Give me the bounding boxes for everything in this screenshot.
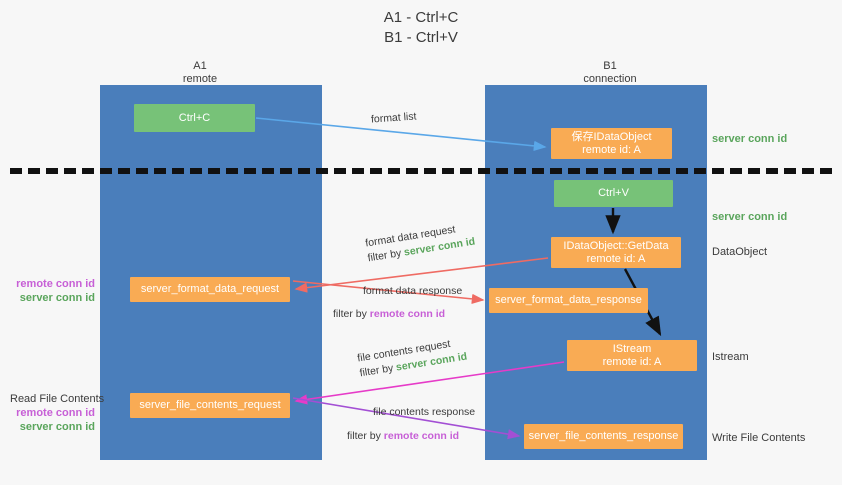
filter-prefix: filter by [333,308,367,320]
right-label-dataobject: DataObject [712,246,768,258]
edge-label-file-contents-response-filter: filter by remote conn id [347,420,475,444]
right-label-istream: Istream [712,351,749,363]
filter-value-remote-conn-id: remote conn id [383,430,460,442]
filter-prefix: filter by [358,362,395,380]
node-istream-line1: IStream [612,342,652,355]
node-ctrl-c[interactable]: Ctrl+C [134,104,255,132]
node-ctrl-c-label: Ctrl+C [178,111,211,124]
node-server-format-data-response[interactable]: server_format_data_response [489,288,648,313]
left-label-remote-conn-id-1: remote conn id [16,278,95,290]
phase-divider [10,168,832,174]
node-istream[interactable]: IStream remote id: A [567,340,697,371]
node-server-format-data-request-label: server_format_data_request [140,283,280,295]
node-istream-line2: remote id: A [602,355,662,368]
edge-label-format-data-response-filter: filter by remote conn id [333,299,462,322]
diagram-title: A1 - Ctrl+C B1 - Ctrl+V [0,8,842,48]
left-label-server-conn-id-1: server conn id [19,292,95,304]
node-getdata[interactable]: IDataObject::GetData remote id: A [551,237,681,268]
column-header-a1-name: A1 [193,60,207,72]
edge-label-format-list-text: format list [370,110,417,126]
node-getdata-line2: remote id: A [586,252,646,265]
left-label-group-2: Read File Contents remote conn id server… [10,392,105,434]
left-label-read-file-contents: Read File Contents [10,393,105,405]
node-server-format-data-request[interactable]: server_format_data_request [130,277,290,302]
left-label-group-1: remote conn id server conn id [10,277,95,305]
node-idataobject-line2: remote id: A [582,143,641,156]
node-server-file-contents-response[interactable]: server_file_contents_response [524,424,683,449]
node-server-file-contents-request[interactable]: server_file_contents_request [130,393,290,418]
title-line-1: A1 - Ctrl+C [383,9,459,26]
column-header-b1-name: B1 [603,60,617,72]
edge-label-file-contents-request: file contents request filter by server c… [356,335,468,382]
node-server-file-contents-response-label: server_file_contents_response [528,430,679,442]
edge-label-format-list: format list [371,109,417,127]
column-header-a1-sub: remote [182,73,218,85]
node-idataobject[interactable]: 保存IDataObject remote id: A [551,128,672,159]
right-label-server-conn-id-1: server conn id [712,133,788,145]
title-line-2: B1 - Ctrl+V [384,29,458,46]
edge-label-format-data-response-main: format data response [363,285,463,297]
column-header-b1-sub: connection [583,73,637,85]
edge-label-format-data-request: format data request filter by server con… [364,220,476,267]
filter-value-remote-conn-id: remote conn id [369,308,446,320]
filter-prefix: filter by [347,430,381,442]
node-ctrl-v[interactable]: Ctrl+V [554,180,673,207]
node-idataobject-line1: 保存IDataObject [571,130,652,143]
edge-label-file-contents-response: file contents response filter by remote … [347,405,475,444]
left-label-remote-conn-id-2: remote conn id [16,407,95,419]
node-getdata-line1: IDataObject::GetData [563,239,669,252]
left-label-server-conn-id-2: server conn id [19,421,95,433]
edge-label-format-data-response: format data response filter by remote co… [333,284,462,322]
node-ctrl-v-label: Ctrl+V [598,187,629,199]
edge-label-file-contents-response-main: file contents response [373,406,476,418]
column-header-b1: B1 connection [530,60,690,86]
filter-prefix: filter by [366,247,403,265]
node-server-file-contents-request-label: server_file_contents_request [139,399,281,411]
node-server-format-data-response-label: server_format_data_response [495,294,642,306]
right-label-write-file-contents: Write File Contents [712,432,806,444]
right-label-server-conn-id-2: server conn id [712,211,788,223]
column-header-a1: A1 remote [120,60,280,86]
